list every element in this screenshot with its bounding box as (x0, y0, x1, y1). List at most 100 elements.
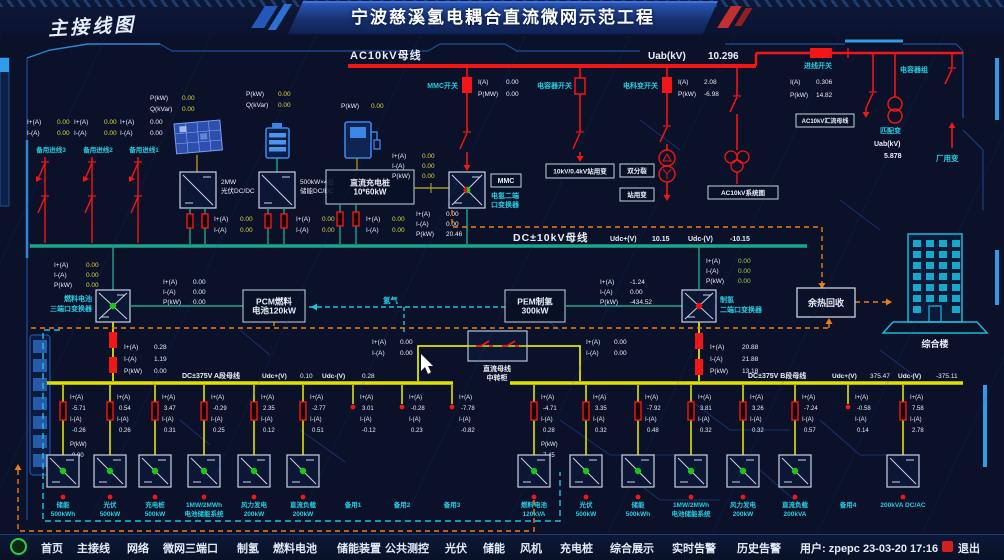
meas-value: -7.92 (647, 406, 661, 412)
meas-label: I+(A) (600, 279, 614, 286)
fuse[interactable] (250, 401, 258, 421)
charger-screen (350, 127, 366, 138)
fuse-seg (695, 333, 703, 349)
nav-item-7[interactable]: 公共测控 (385, 543, 429, 555)
fuse[interactable] (739, 401, 747, 421)
feeder-dot (635, 494, 641, 500)
frame (26, 43, 160, 59)
nav-item-10[interactable]: 风机 (520, 543, 542, 555)
nav-item-5[interactable]: 燃料电池 (273, 543, 317, 555)
fuse[interactable] (201, 213, 209, 229)
meas-label: I-(A) (710, 356, 723, 363)
feeder-label: 200kW (293, 511, 314, 518)
nav-item-4[interactable]: 制氢 (237, 543, 259, 555)
line (37, 196, 46, 214)
nav-item-6[interactable]: 储能装置 (337, 543, 381, 555)
nav-item-3[interactable]: 微网三端口 (163, 543, 218, 555)
fuse[interactable] (186, 213, 194, 229)
mmc-tag-box (490, 173, 522, 188)
heat-label: 余热回收 (807, 297, 844, 308)
meas-label: I+(A) (261, 395, 274, 401)
tie-line (417, 345, 468, 381)
nav-item-14[interactable]: 历史告警 (737, 543, 781, 555)
meas-label: I+(A) (698, 395, 711, 401)
meas-label: I+(A) (27, 119, 41, 126)
label: -10.15 (730, 236, 750, 243)
fuse[interactable] (59, 401, 67, 421)
solar-panel-icon (173, 119, 223, 155)
fuse[interactable] (530, 401, 538, 421)
breaker[interactable] (662, 77, 672, 93)
left-frame-cap (0, 58, 9, 72)
meas-value: 0.00 (86, 282, 99, 289)
meas-label: I+(A) (310, 395, 323, 401)
meas-label: I-(A) (27, 130, 40, 137)
label: DC±375V A段母线 (182, 371, 240, 380)
label: DC±10kV母线 (513, 231, 588, 244)
feeder-dot (792, 494, 798, 500)
fuse[interactable] (200, 401, 208, 421)
meas-label: I+(A) (211, 395, 224, 401)
feeder-label: 500kWh (51, 511, 76, 518)
nav-item-11[interactable]: 充电桩 (560, 543, 593, 555)
fuse[interactable] (299, 401, 307, 421)
h2c-label: 二端口变换器 (720, 305, 763, 314)
fuse[interactable] (634, 401, 642, 421)
exit-icon[interactable] (942, 541, 953, 552)
fuse[interactable] (687, 401, 695, 421)
meas-label: I-(A) (416, 221, 429, 228)
nav-item-12[interactable]: 综合展示 (610, 543, 654, 555)
fuse[interactable] (899, 401, 907, 421)
mouse-cursor (421, 354, 433, 374)
meas-value: 0.00 (154, 368, 167, 375)
fuse[interactable] (352, 211, 360, 227)
meas-value: 0.00 (322, 227, 335, 234)
spare-end-dot (350, 404, 356, 410)
fuse[interactable] (151, 401, 159, 421)
meas-value: -0.29 (213, 406, 227, 412)
meas-label: I+(A) (541, 395, 554, 401)
meas-value: 2.35 (263, 406, 275, 412)
meas-label: P(kW) (341, 103, 359, 110)
nav-item-1[interactable]: 主接线 (77, 543, 110, 555)
feeder-label: 500kW (145, 511, 166, 518)
charger-box (325, 169, 415, 205)
building-window (926, 240, 934, 247)
match-tx-label: 匹配变 (880, 126, 901, 135)
bat-tag: 储能DC/DC (300, 186, 334, 195)
ladder-cell (33, 397, 47, 410)
nav-item-13[interactable]: 实时告警 (672, 543, 716, 555)
fuse[interactable] (264, 213, 272, 229)
building-window (913, 284, 921, 291)
meas-label: I+(A) (593, 395, 606, 401)
building-window (952, 273, 960, 280)
split-tx-box (619, 163, 655, 178)
meas-label: I-(A) (855, 417, 867, 423)
nav-item-8[interactable]: 光伏 (445, 543, 467, 555)
line (480, 340, 490, 347)
nav-item-2[interactable]: 网络 (127, 543, 149, 555)
fuse[interactable] (582, 401, 590, 421)
meas-label: I-(A) (645, 417, 657, 423)
meas-value: 0.00 (400, 339, 413, 346)
bg-trace (819, 419, 910, 456)
bg-trace (689, 399, 790, 431)
status-dot (109, 302, 117, 310)
nav-item-0[interactable]: 首页 (41, 543, 63, 555)
meas-value: 0.00 (422, 173, 435, 180)
fuse[interactable] (106, 401, 114, 421)
transformer-icon (658, 149, 676, 167)
fuse[interactable] (280, 213, 288, 229)
heat-recovery-box[interactable] (796, 287, 856, 318)
breaker[interactable] (462, 77, 472, 93)
label: -375.11 (936, 373, 958, 380)
breaker[interactable] (810, 48, 832, 58)
breaker[interactable] (574, 77, 586, 95)
mmc-label: 口变换器 (491, 200, 520, 209)
fuse[interactable] (336, 211, 344, 227)
status-dot-green (467, 186, 471, 194)
meas-value: -4.71 (543, 406, 557, 412)
fuse[interactable] (791, 401, 799, 421)
nav-item-9[interactable]: 储能 (483, 543, 505, 555)
nav-exit[interactable]: 退出 (958, 543, 980, 555)
